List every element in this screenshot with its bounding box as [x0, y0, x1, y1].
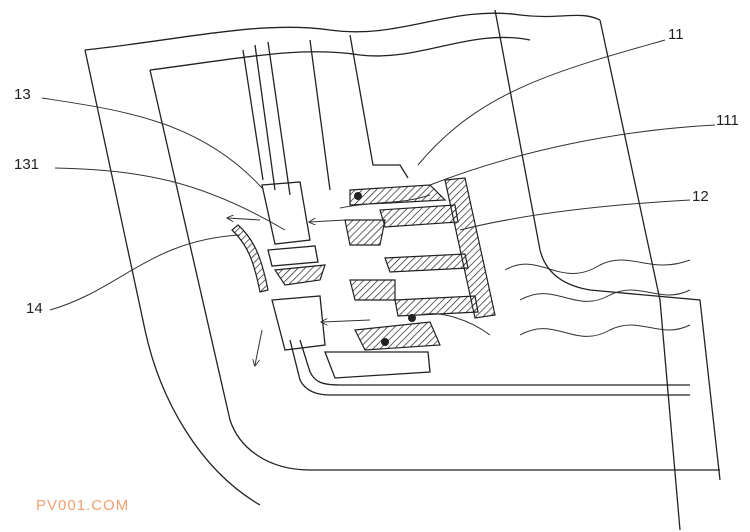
- label-13: 13: [14, 86, 31, 103]
- label-12: 12: [692, 188, 709, 205]
- label-11: 11: [668, 26, 684, 43]
- watermark: PV001.COM: [36, 497, 130, 514]
- label-14: 14: [26, 300, 43, 317]
- label-131: 131: [14, 156, 40, 173]
- label-111: 111: [716, 112, 739, 129]
